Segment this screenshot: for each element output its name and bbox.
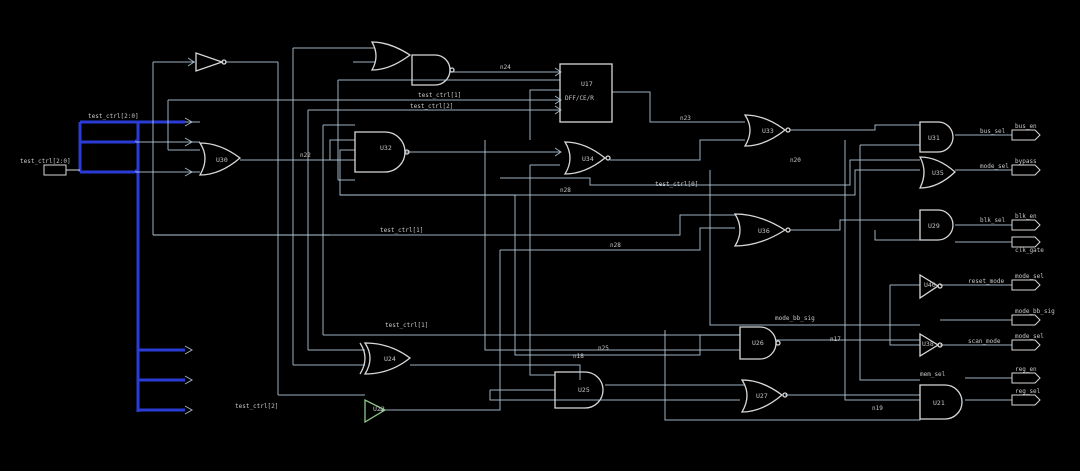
net-label-right-mid: test_ctrl[0] bbox=[655, 181, 698, 188]
net-label-u17out: n23 bbox=[680, 115, 691, 122]
output-label-9: reg_sel bbox=[1015, 388, 1041, 395]
gate-u26[interactable]: U26 bbox=[739, 326, 781, 360]
gate-label-u22: U22 bbox=[373, 405, 385, 413]
gate-u36[interactable]: U36 bbox=[733, 213, 791, 247]
net-label-ctrl2: test_ctrl[2] bbox=[410, 103, 453, 110]
gate-label-u40: U40 bbox=[924, 281, 936, 289]
net-label-n-top: n24 bbox=[500, 64, 511, 71]
net-label-input-bus: test_ctrl[2:0] bbox=[20, 158, 71, 165]
output-label-5: mode_sel bbox=[1015, 273, 1044, 280]
gate-label-u35: U35 bbox=[932, 169, 944, 177]
net-label-center: test_ctrl[1] bbox=[380, 227, 423, 234]
gate-u31[interactable]: U31 bbox=[919, 121, 954, 153]
output-label-3: blk_en bbox=[1015, 213, 1037, 220]
gate-u35[interactable]: U35 bbox=[918, 156, 956, 189]
output-label-8: reg_en bbox=[1015, 366, 1037, 373]
input-bus bbox=[78, 120, 185, 412]
net-label-ctrl1: test_ctrl[1] bbox=[418, 92, 461, 99]
gate-buffer-top[interactable] bbox=[195, 52, 227, 72]
gate-label-u24: U24 bbox=[384, 355, 396, 363]
gate-label-u27: U27 bbox=[756, 392, 768, 400]
gate-label-u30: U30 bbox=[216, 156, 228, 164]
net-label-mid2: n28 bbox=[560, 187, 571, 194]
gate-u32[interactable]: U32 bbox=[354, 131, 410, 173]
net-label-out-b: mode_sel bbox=[980, 163, 1009, 170]
net-label-bottom: test_ctrl[2] bbox=[235, 403, 278, 410]
gate-label-u26: U26 bbox=[752, 339, 764, 347]
net-label-n28: n28 bbox=[610, 242, 621, 249]
gate-label-u33: U33 bbox=[762, 127, 774, 135]
net-label-mode: mode_bb_sig bbox=[775, 315, 815, 322]
output-label-1: bus_en bbox=[1015, 123, 1037, 130]
gate-u40[interactable]: U40 bbox=[919, 273, 943, 300]
net-label-mid1: n22 bbox=[300, 152, 311, 159]
gate-label-u31: U31 bbox=[928, 134, 940, 142]
gate-u34[interactable]: U34 bbox=[563, 141, 611, 175]
gate-label-u21: U21 bbox=[933, 399, 945, 407]
output-label-6: mode_bb_sig bbox=[1015, 308, 1055, 315]
gate-u22[interactable]: U22 bbox=[364, 398, 387, 424]
wire-network bbox=[135, 47, 1012, 421]
bus-tap-arrows bbox=[184, 57, 562, 415]
gate-u30[interactable]: U30 bbox=[198, 142, 242, 176]
gate-label-u32: U32 bbox=[380, 144, 392, 152]
input-port: test_ctrl[2:0] bbox=[20, 158, 80, 176]
gate-u24[interactable]: U24 bbox=[359, 342, 412, 375]
gate-u17-dff[interactable]: U17 DFF/CE/R bbox=[559, 63, 613, 123]
net-label-out-a: bus_sel bbox=[980, 128, 1006, 135]
net-label-u25: n17 bbox=[830, 336, 841, 343]
gate-label-u36: U36 bbox=[758, 227, 770, 235]
net-label-bus-top: test_ctrl[2:0] bbox=[88, 113, 139, 120]
net-label-row-mid: n20 bbox=[790, 157, 801, 164]
gate-label-u25: U25 bbox=[578, 386, 590, 394]
gate-u25[interactable]: U25 bbox=[554, 371, 604, 409]
gate-label-u34: U34 bbox=[582, 155, 594, 163]
gate-u33[interactable]: U33 bbox=[743, 114, 791, 147]
gate-and-top[interactable] bbox=[411, 54, 455, 86]
gate-u38[interactable]: U38 bbox=[919, 332, 943, 358]
output-label-4: clk_gate bbox=[1015, 247, 1044, 254]
gate-sublabel-u17: DFF/CE/R bbox=[565, 95, 594, 102]
output-label-7: mode_sel bbox=[1015, 333, 1044, 340]
net-label-out-d: reset_mode bbox=[968, 278, 1005, 285]
net-label-lower4: n18 bbox=[573, 353, 584, 360]
output-ports bbox=[1011, 129, 1041, 406]
net-label-right-bottom: n19 bbox=[872, 405, 883, 412]
output-label-2: bypass bbox=[1015, 158, 1037, 165]
gate-label-u38: U38 bbox=[922, 340, 934, 348]
gate-u21[interactable]: U21 bbox=[919, 384, 963, 420]
gate-u29[interactable]: U29 bbox=[919, 209, 954, 241]
net-label-out-f: mem_sel bbox=[920, 371, 946, 378]
gate-u27[interactable]: U27 bbox=[740, 379, 788, 413]
net-label-out-e: scan_mode bbox=[968, 338, 1001, 345]
net-label-lower1: test_ctrl[1] bbox=[385, 322, 428, 329]
net-label-lower3: n25 bbox=[598, 345, 609, 352]
gate-or-top[interactable] bbox=[370, 41, 412, 71]
gate-label-u29: U29 bbox=[928, 222, 940, 230]
gate-label-u17: U17 bbox=[581, 80, 593, 88]
net-label-out-c: blk_sel bbox=[980, 217, 1006, 224]
